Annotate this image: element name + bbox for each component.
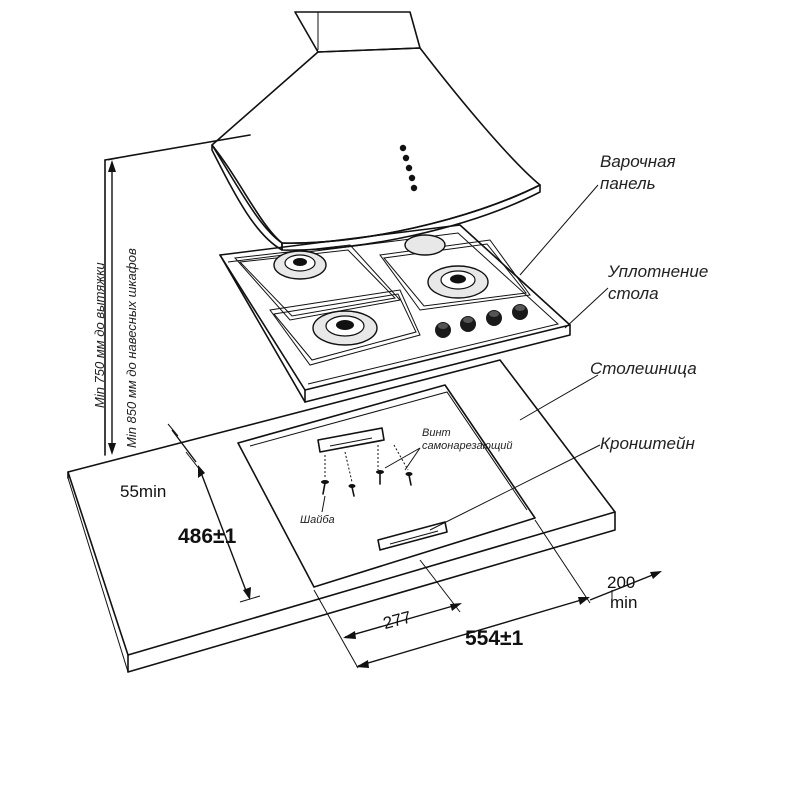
dim-depth-tol: ±1: [213, 525, 237, 548]
bracket-top: [317, 427, 385, 453]
cutout: [237, 384, 536, 588]
dim-depth: 486±1: [178, 525, 237, 548]
gas-hob: [219, 224, 571, 403]
dimension-277: [343, 559, 462, 639]
label-screw: Винт самонарезающий: [422, 427, 513, 452]
screw-icon: [405, 472, 413, 486]
vertical-dimension: [108, 160, 116, 455]
washer-icon: [321, 480, 329, 495]
label-washer: Шайба: [300, 514, 335, 526]
dimension-55: [167, 423, 201, 471]
label-screw-line2: самонарезающий: [422, 440, 513, 452]
label-seal-line1: Уплотнение: [607, 262, 708, 281]
label-hob: Варочная панель: [600, 152, 680, 193]
screws: [321, 444, 413, 497]
dim-width-tol: ±1: [500, 627, 524, 650]
dim-side-gap-unit: min: [610, 593, 637, 612]
label-screw-line1: Винт: [422, 427, 451, 439]
bracket-bottom: [377, 521, 448, 551]
wall: [104, 134, 251, 456]
burner-front-right: [427, 265, 489, 299]
label-hob-line1: Варочная: [600, 152, 676, 171]
burner-back-right: [404, 234, 446, 256]
dim-half-width: 277: [381, 607, 413, 633]
burner-front-left: [312, 310, 378, 346]
label-seal: Уплотнение стола: [607, 262, 713, 303]
note-hood-distance: Min 750 мм до вытяжки: [92, 262, 107, 408]
screw-icon: [348, 484, 356, 497]
leader-lines: [321, 184, 609, 531]
label-bracket: Кронштейн: [600, 434, 695, 453]
note-cabinet-distance: Min 850 мм до навесных шкафов: [124, 248, 139, 448]
control-knobs: [435, 304, 528, 338]
dim-side-gap: 200: [607, 573, 635, 592]
dimension-200: [589, 571, 662, 601]
label-countertop: Столешница: [590, 359, 697, 378]
screw-icon: [376, 470, 384, 485]
dimension-554: [313, 519, 591, 669]
label-seal-line2: стола: [608, 284, 659, 303]
dim-front-gap: 55min: [120, 482, 166, 501]
hood-buttons: [399, 144, 418, 192]
dim-depth-value: 486: [178, 525, 213, 548]
range-hood: [211, 11, 541, 251]
dimension-486: [198, 465, 261, 603]
label-hob-line2: панель: [600, 174, 656, 193]
dim-width: 554±1: [465, 627, 524, 650]
burner-back-left: [273, 250, 327, 280]
countertop: [67, 359, 616, 673]
dim-width-value: 554: [465, 627, 500, 650]
